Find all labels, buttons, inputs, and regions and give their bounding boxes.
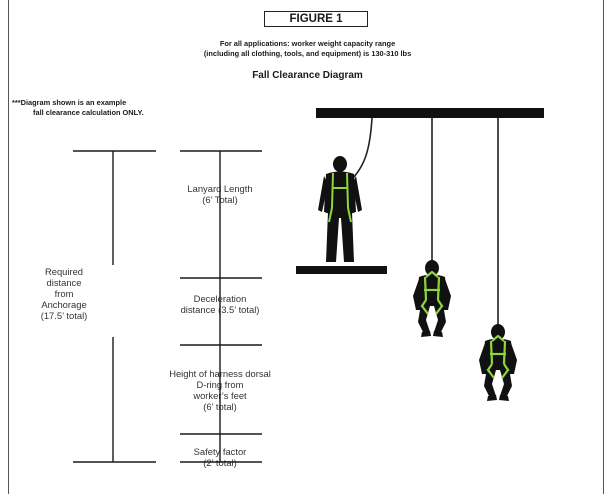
- figure-label: FIGURE 1: [264, 11, 368, 27]
- total-scale: [73, 150, 156, 463]
- total-label-line-1: Required: [44, 266, 84, 277]
- figure-frame: [8, 0, 604, 494]
- falling-worker-final: [479, 324, 517, 401]
- standing-worker: [318, 156, 362, 262]
- note-line-2: fall clearance calculation ONLY.: [33, 108, 144, 117]
- diagram-title: Fall Clearance Diagram: [252, 70, 363, 81]
- anchorage-beam: [316, 108, 544, 118]
- capacity-line-2: (including all clothing, tools, and equi…: [203, 49, 412, 58]
- segment-scale: [180, 150, 262, 463]
- total-label-line-4: Anchorage: [41, 299, 87, 310]
- working-platform: [296, 266, 387, 274]
- capacity-line-1: For all applications: worker weight capa…: [219, 39, 396, 48]
- total-distance-label: Required distance from Anchorage (17.5’ …: [10, 266, 118, 321]
- total-label-line-5: (17.5’ total): [40, 310, 88, 321]
- total-label-line-2: distance: [46, 277, 82, 288]
- falling-worker-deceleration: [413, 260, 451, 337]
- total-label-line-3: from: [54, 288, 74, 299]
- note-line-1: ***Diagram shown is an example: [12, 98, 127, 107]
